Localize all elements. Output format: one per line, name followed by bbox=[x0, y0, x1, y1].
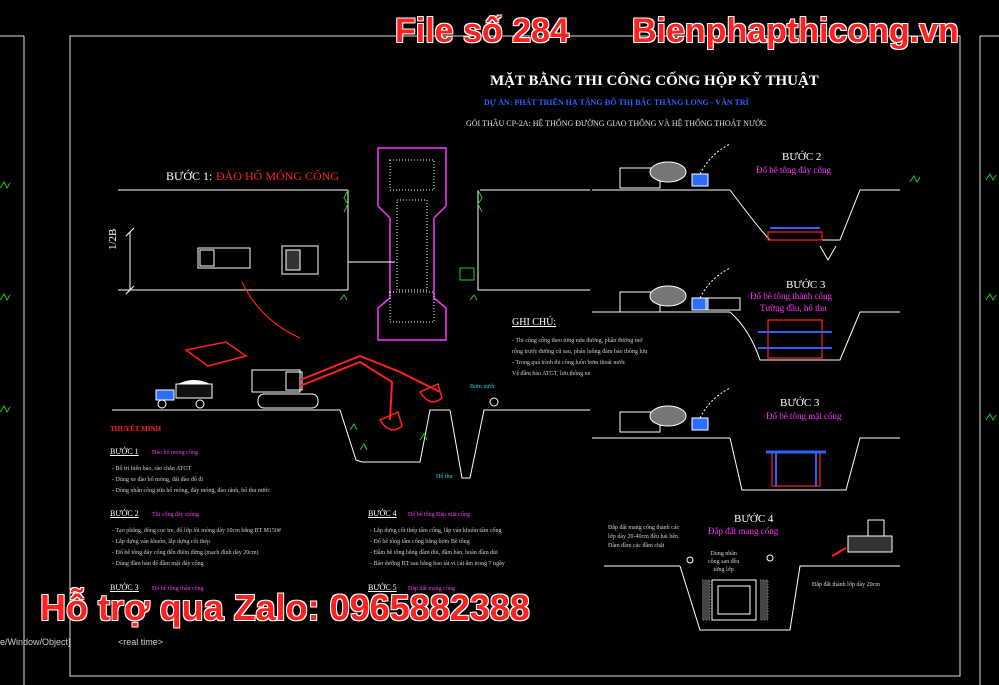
excavator-plan bbox=[281, 245, 319, 275]
list-item: - Đổ bê tông đáy cống đến điểm dừng (mạc… bbox=[112, 550, 259, 556]
notes-list: - Thi công cống theo từng nửa đường, phầ… bbox=[512, 336, 647, 380]
plan-view bbox=[118, 147, 590, 341]
dimension-label: 1/2B bbox=[107, 228, 119, 250]
exp-step1-list: - Bố trí biển báo, rào chắn ATGT - Dùng … bbox=[112, 464, 270, 497]
culvert-outline bbox=[377, 147, 447, 341]
list-item: - Lắp dựng ván khuôn, lắp dựng cốt thép bbox=[112, 539, 210, 545]
section2-subtitle: Tường đầu, hố thu bbox=[760, 303, 827, 313]
exp-step2-list: - Tạo phẳng, đóng cọc tre, đổ lớp lót mó… bbox=[112, 526, 281, 570]
exp-step5-title: Đắp đất mang cống bbox=[408, 586, 455, 592]
section-step2 bbox=[592, 143, 921, 262]
backfill-note-line: lớp dày 20-40cm đều hai bên. bbox=[608, 534, 680, 540]
exp-step1-title: Đào hố móng cống bbox=[152, 450, 198, 456]
note-item: - Thi công cống theo từng nửa đường, phầ… bbox=[512, 338, 643, 344]
section1-title: Đổ bê tông đáy cống bbox=[756, 165, 831, 175]
layers-note: Đắp đất thành lớp dày 20cm bbox=[812, 582, 880, 588]
pump-label: Bơm nước bbox=[470, 384, 496, 390]
note-item: - Trong quá trình thi công luôn bơm thoá… bbox=[512, 360, 626, 366]
list-item: - Dùng đầm bàn để đầm mặt đáy cống bbox=[112, 561, 204, 567]
site-banner[interactable]: Bienphapthicong.vn bbox=[632, 12, 959, 50]
section-step3a bbox=[592, 267, 900, 361]
drawing-title: MẶT BẰNG THI CÔNG CỐNG HỘP KỸ THUẬT bbox=[490, 73, 819, 89]
exp-step4-label: BƯỚC 4 bbox=[368, 509, 397, 518]
list-item: - Đầm bê tông bằng đầm dùi, đầm bàn, hoà… bbox=[370, 550, 498, 556]
section3-title: Đổ bê tông mặt cống bbox=[766, 411, 842, 421]
section1-label: BƯỚC 2 bbox=[782, 151, 822, 163]
list-item: - Dùng nhân công sửa hố móng, đáy móng, … bbox=[112, 488, 270, 494]
step1-title: ĐÀO HỐ MÓNG CỐNG bbox=[216, 169, 339, 183]
file-number-banner: File số 284 bbox=[395, 12, 569, 50]
note-item: Vệ đầm bảo ATGT, lưu thông xe bbox=[512, 371, 591, 377]
list-item: - Bố trí biển báo, rào chắn ATGT bbox=[112, 466, 192, 472]
section-step4 bbox=[604, 519, 900, 631]
workers-note-line: từng lớp bbox=[713, 567, 734, 573]
section4-label: BƯỚC 4 bbox=[734, 513, 774, 525]
note-item: rộng trước đường cũ sau, phân luồng đảm … bbox=[512, 349, 648, 355]
section4-title: Đắp đất mang cống bbox=[708, 526, 779, 536]
list-item: - Đổ bê tông tấm cống bằng bơm Bê tông bbox=[370, 539, 470, 545]
exp-step2-title: Thi công đáy móng bbox=[152, 512, 199, 518]
command-line-text: e/Window/Object] bbox=[0, 637, 71, 647]
workers-note-line: Dùng nhân bbox=[710, 551, 737, 557]
truck-plan bbox=[197, 247, 251, 269]
command-line-option: <real time> bbox=[118, 637, 164, 647]
section-step3b bbox=[592, 387, 900, 491]
explanation-heading: THUYẾT MINH bbox=[110, 425, 162, 433]
exp-step5-label: BƯỚC 5 bbox=[368, 583, 397, 592]
backfill-note-line: Đắp đất mang cống thành các bbox=[608, 525, 680, 531]
project-name: DỰ ÁN: PHÁT TRIỂN HẠ TẦNG ĐÔ THỊ BẮC THĂ… bbox=[484, 98, 749, 107]
dump-truck bbox=[175, 383, 213, 399]
pit-label: Hố thu bbox=[436, 474, 453, 480]
section2-title: Đổ bê tông thành cống bbox=[750, 291, 832, 301]
exp-step4-title: Đổ bê tông Đắp mặt cống bbox=[408, 512, 470, 518]
edge-vegetation bbox=[0, 173, 997, 422]
package-name: GÓI THẦU CP-2A: HỆ THỐNG ĐƯỜNG GIAO THÔN… bbox=[466, 119, 767, 128]
exp-step1-label: BƯỚC 1 bbox=[110, 447, 139, 456]
list-item: - Tạo phẳng, đóng cọc tre, đổ lớp lót mó… bbox=[112, 528, 281, 534]
backfill-note-line: Đầm đầm các đầm chặt bbox=[608, 543, 665, 549]
exp-step3-label: BƯỚC 3 bbox=[110, 583, 139, 592]
backfill-note: Đắp đất mang cống thành các lớp dày 20-4… bbox=[608, 524, 680, 551]
notes-heading: GHI CHÚ: bbox=[512, 317, 557, 328]
excavator bbox=[257, 393, 319, 409]
list-item: - Dùng xe đào hố móng, đất đào đổ đi bbox=[112, 477, 203, 483]
section2-label: BƯỚC 3 bbox=[786, 279, 826, 291]
list-item: - Bảo dưỡng BT sau bằng bao tải vì cát ẩ… bbox=[370, 561, 505, 567]
exp-step3-title: Đổ bê tông thân cống bbox=[152, 586, 204, 592]
workers-note-line: công san đều bbox=[708, 559, 740, 565]
list-item: - Lắp dựng cốt thép tấm cống, lắp ván kh… bbox=[370, 528, 502, 534]
exp-step2-label: BƯỚC 2 bbox=[110, 509, 139, 518]
excavation-section bbox=[112, 341, 590, 479]
drawing-frame bbox=[69, 35, 961, 677]
exp-step4-list: - Lắp dựng cốt thép tấm cống, lắp ván kh… bbox=[370, 526, 505, 570]
section3-label: BƯỚC 3 bbox=[780, 397, 820, 409]
step1-label: BƯỚC 1: bbox=[166, 169, 213, 183]
zalo-support-banner[interactable]: Hỗ trợ qua Zalo: 0965882388 bbox=[40, 587, 530, 628]
workers-note: Dùng nhân công san đều từng lớp bbox=[708, 550, 739, 574]
